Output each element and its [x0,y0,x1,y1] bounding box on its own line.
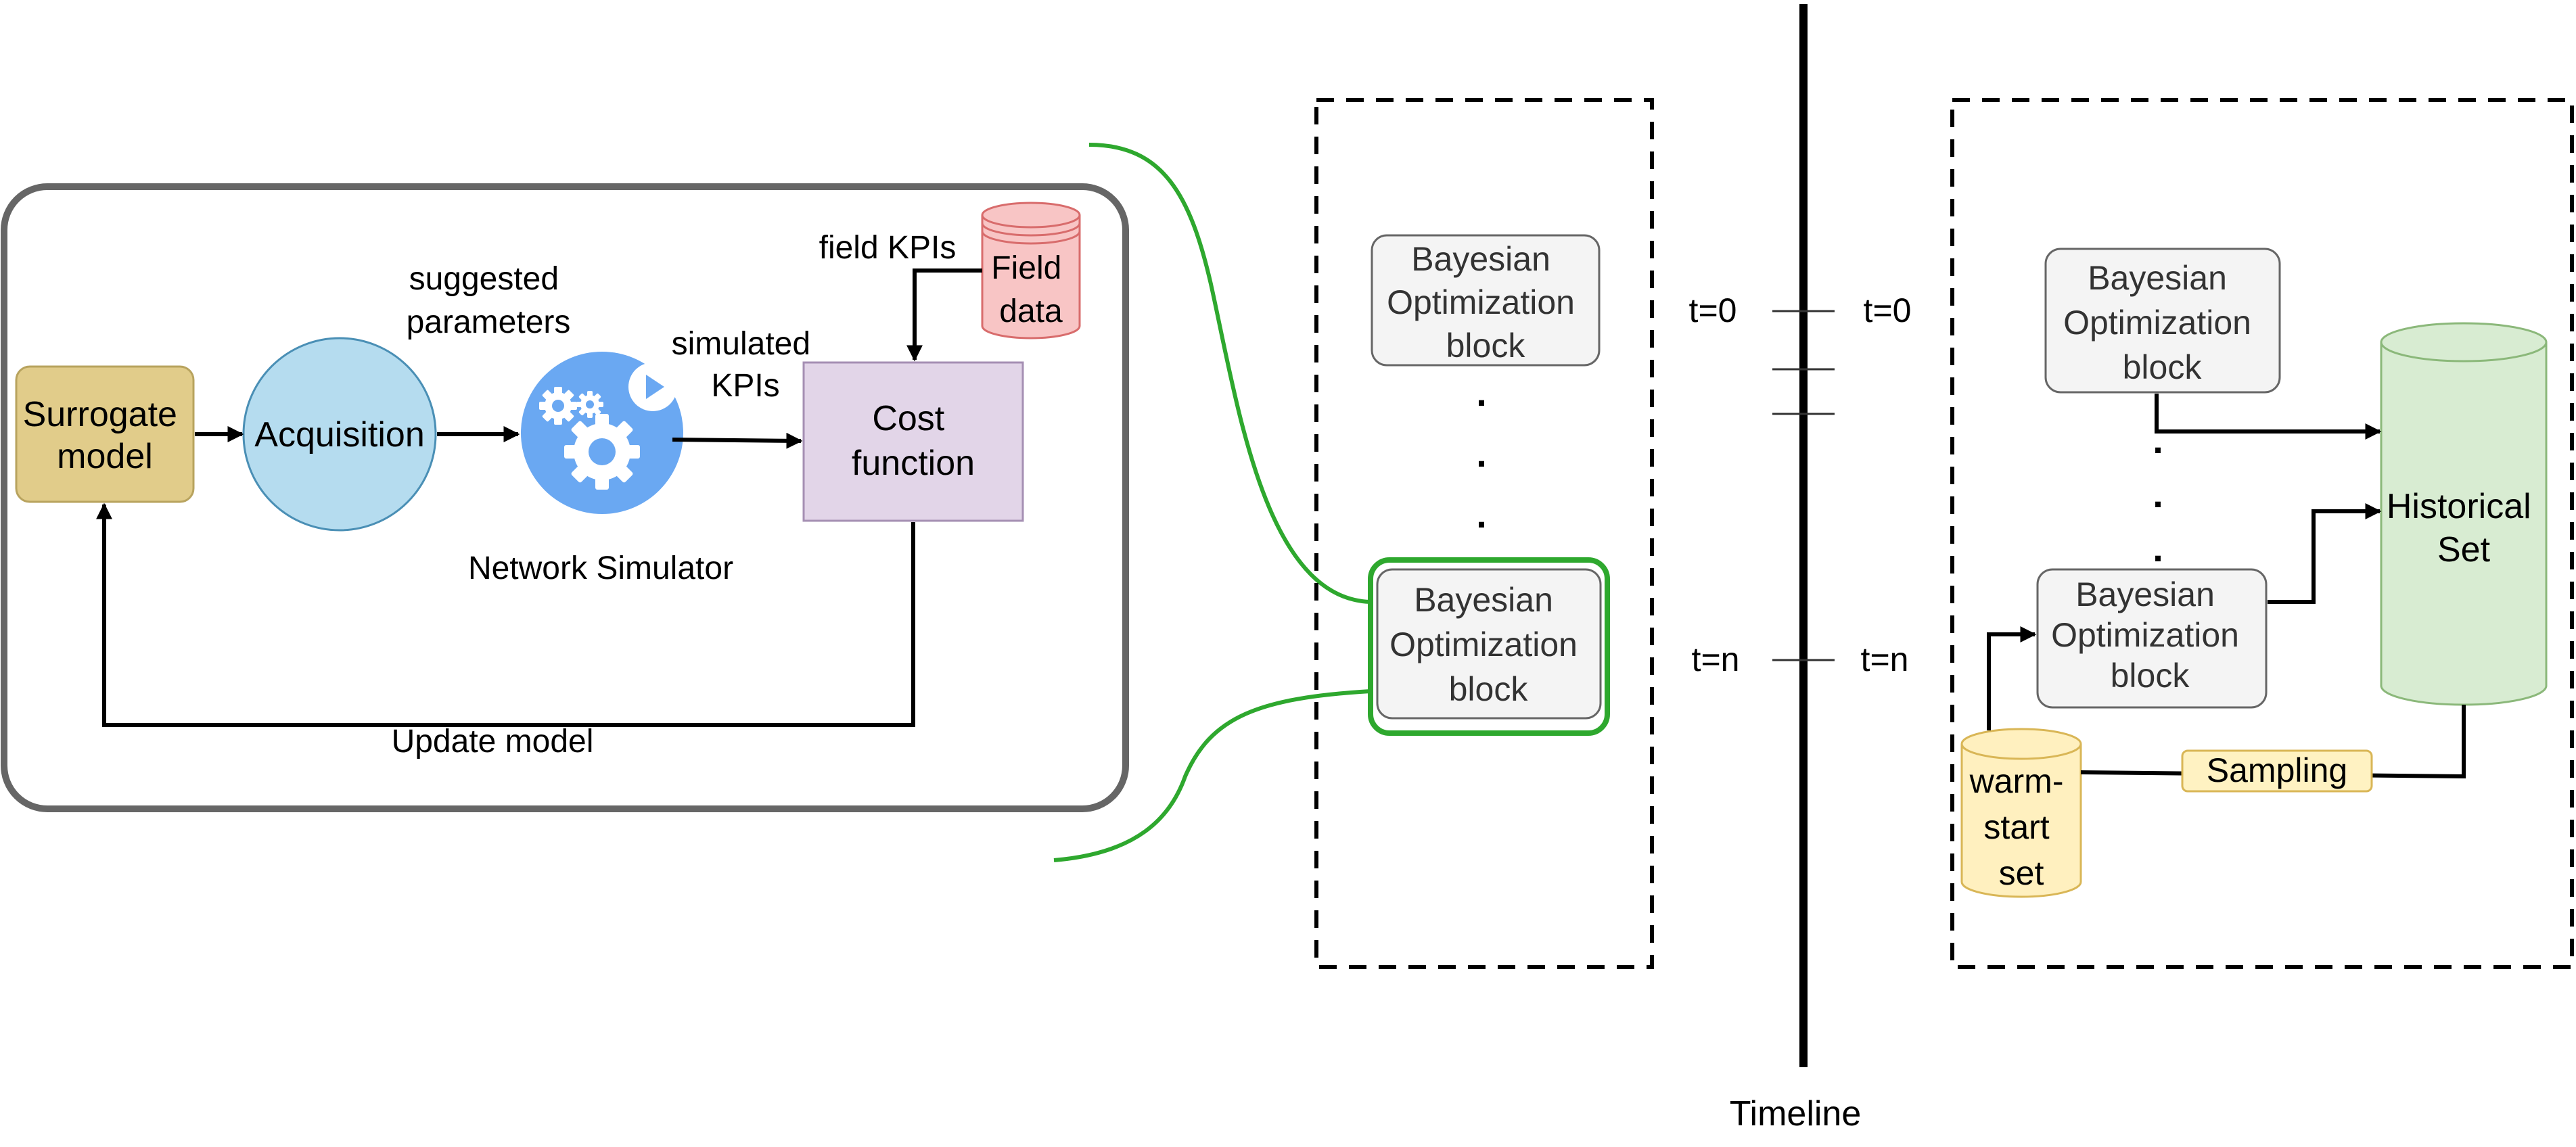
left-panel-arrows [96,268,982,727]
top-bo-to-historical-arrow [2155,394,2382,440]
warm-start-dashed-box [1950,98,2574,969]
middle-ellipsis-1: . [1476,371,1487,414]
bottom-bo-to-historical-arrow [2268,503,2382,604]
bo-block-bottom-label: Bayesian Optimization block [1389,581,1587,708]
t0-left-label: t=0 [1689,291,1737,329]
gears-play-icon [521,352,683,514]
right-bo-block-top [2044,248,2281,394]
bo-block-top [1371,234,1601,367]
right-bo-block-bottom [2036,568,2268,709]
sampling-label-box [2181,749,2373,793]
bo-loop-container [1,183,1129,812]
run-sequence-dashed-box [1314,98,1654,969]
surrogate-model-label: Surrogate model [23,395,187,476]
update-model-arrow [96,502,915,727]
sampling-label: Sampling [2207,751,2347,789]
right-bo-block-bottom-label: Bayesian Optimization block [2051,576,2249,695]
simulator-to-cost-arrow [672,432,803,449]
network-simulator-label: Network Simulator [468,551,733,586]
right-ellipsis-2: . [2153,473,2163,515]
suggested-parameters-label: suggested parameters [407,261,571,340]
bo-block-bottom [1376,568,1602,720]
timeline-label: Timeline [1730,1094,1862,1133]
surrogate-model-box [15,365,195,503]
warm-start-set-database [1960,728,2082,898]
historical-set-label: Historical Set [2387,487,2541,569]
field-kpis-label: field KPIs [819,230,957,266]
cost-function-label: Cost function [852,399,975,483]
right-bo-block-top-label: Bayesian Optimization block [2063,259,2261,386]
t0-right-label: t=0 [1864,291,1912,329]
zoom-connector-top [1088,143,1371,604]
update-model-label: Update model [392,724,594,759]
field-data-label: Field data [991,250,1070,329]
bo-block-highlight-frame [1368,557,1610,736]
middle-ellipsis-2: . [1476,432,1487,475]
warm-start-set-label: warm- start set [1969,762,2073,892]
cost-function-box [802,361,1024,522]
field-data-to-cost-arrow [906,268,982,362]
warmstart-to-bo-arrow [1987,626,2037,730]
tn-left-label: t=n [1692,640,1740,678]
acquisition-label: Acquisition [254,415,424,454]
field-data-database [981,202,1081,340]
middle-ellipsis-3: . [1476,493,1487,536]
bo-block-top-label: Bayesian Optimization block [1387,240,1584,365]
right-panel-arrows [1987,394,2466,779]
right-ellipsis-3: . [2153,527,2163,569]
simulated-kpis-label: simulated KPIs [672,326,820,404]
zoom-connector-bottom [1053,689,1371,862]
tn-right-label: t=n [1861,640,1909,678]
